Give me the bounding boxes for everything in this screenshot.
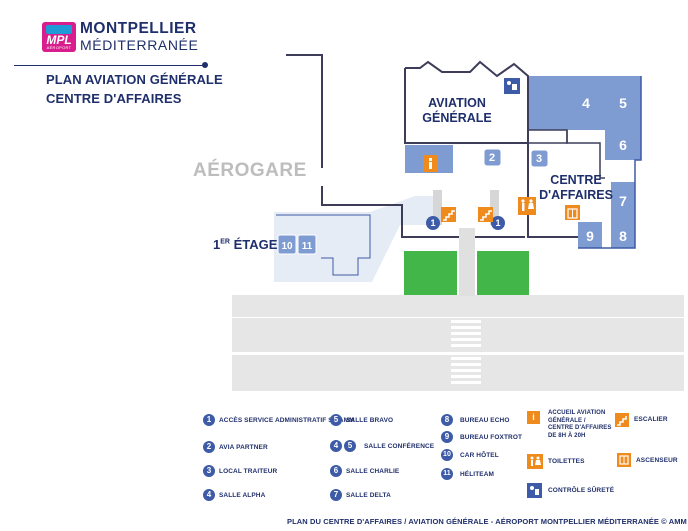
green-area-left <box>404 251 457 295</box>
map-badge-6: 6 <box>619 137 627 153</box>
terminal-label: AÉROGARE <box>193 160 307 181</box>
brand-name-line1: MONTPELLIER <box>80 20 197 37</box>
room-9 <box>578 222 602 248</box>
first-floor-outline <box>276 214 371 276</box>
brand-name-line2: MÉDITERRANÉE <box>80 37 199 53</box>
floor-label: 1ER ÉTAGE <box>213 237 278 252</box>
airport-logo: MPL AÉROPORT <box>42 22 76 52</box>
toilets-icon <box>527 454 543 469</box>
room-5 <box>605 76 641 130</box>
map-badge-7: 7 <box>619 193 627 209</box>
map-badge-10: 10 <box>281 241 293 252</box>
plane-icon <box>46 25 72 34</box>
header-divider <box>14 65 204 66</box>
room-8 <box>611 212 635 248</box>
map-security-icon <box>504 78 520 94</box>
map-badge-11: 11 <box>302 241 313 252</box>
room-6 <box>605 130 641 160</box>
map-badge-1b: 1 <box>495 218 500 228</box>
map-badge-5: 5 <box>619 95 627 111</box>
building-walls <box>286 54 578 238</box>
apron-band <box>232 295 684 317</box>
map-badge-3: 3 <box>536 153 542 165</box>
map-badge-4: 4 <box>582 95 590 111</box>
stair-shape-left <box>433 190 442 225</box>
first-floor-zone <box>274 196 442 282</box>
room-4 <box>567 76 605 130</box>
crosswalk <box>451 320 481 384</box>
logo-text: MPL <box>46 33 72 47</box>
map-room-badges: 1 1 2 3 4 5 6 7 8 9 10 11 <box>277 95 627 255</box>
map-toilets-icon <box>518 197 536 215</box>
road-band-2 <box>232 355 684 391</box>
page-title-line2: CENTRE D'AFFAIRES <box>46 91 182 106</box>
stairs-icon <box>615 413 629 427</box>
map-badge-8: 8 <box>619 228 627 244</box>
map-badge-1a: 1 <box>430 218 435 228</box>
room-7 <box>611 182 635 212</box>
logo-subtext: AÉROPORT <box>46 45 72 50</box>
page-title-line1: PLAN AVIATION GÉNÉRALE <box>46 72 223 87</box>
security-icon <box>527 483 542 498</box>
map-badge-2: 2 <box>489 152 495 164</box>
room-block-a <box>529 76 567 130</box>
map-badge-9: 9 <box>586 228 594 244</box>
info-icon: i <box>527 411 540 424</box>
map-info-icon <box>423 155 438 172</box>
map-elevator-icon <box>565 205 580 220</box>
walkway <box>459 228 475 296</box>
map-stairs-icon-right <box>478 207 493 222</box>
green-area-right <box>477 251 529 295</box>
map-stairs-icon-left <box>441 207 456 222</box>
header-divider-dot <box>202 62 208 68</box>
elevator-icon <box>617 453 631 467</box>
footer-credit: PLAN DU CENTRE D'AFFAIRES / AVIATION GÉN… <box>287 517 687 526</box>
